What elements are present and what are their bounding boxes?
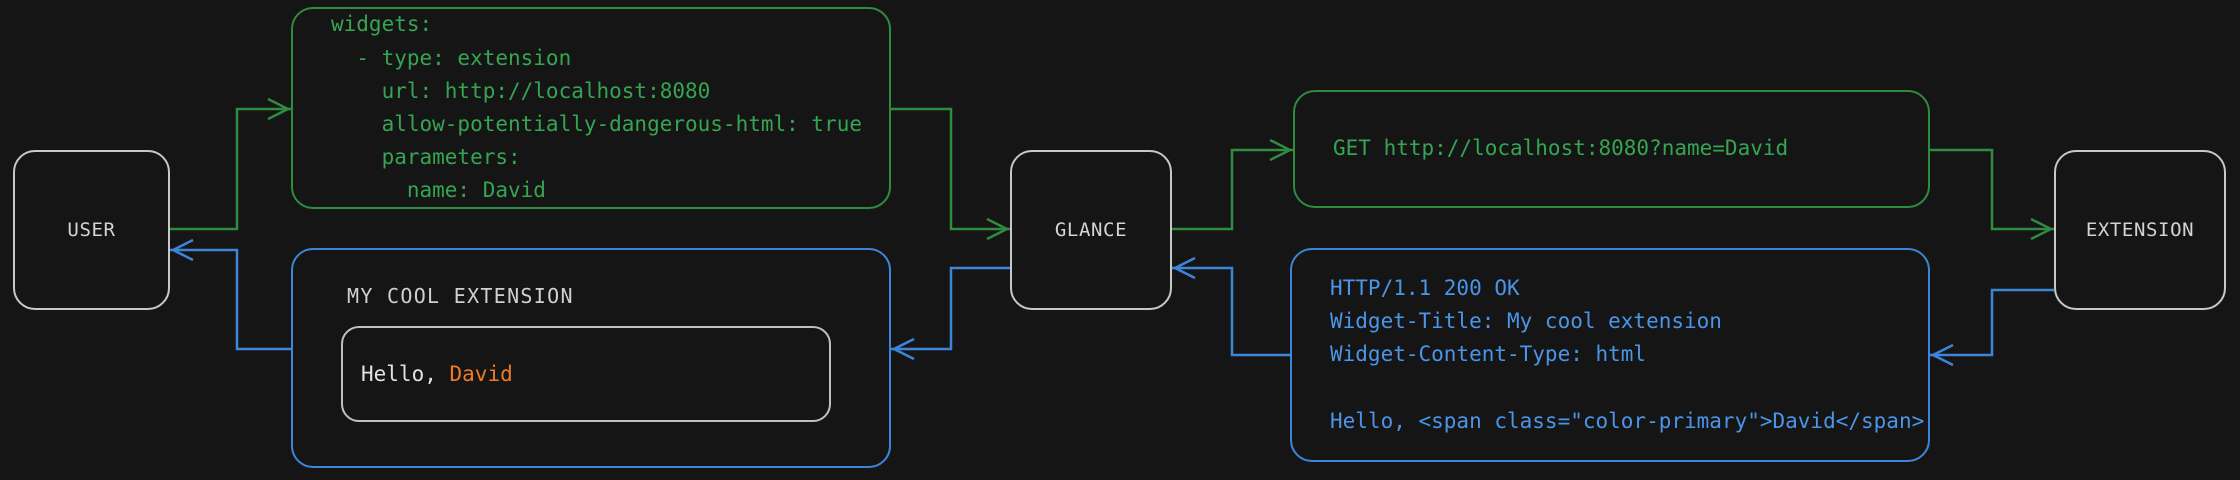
widget-title: MY COOL EXTENSION bbox=[347, 284, 574, 308]
node-extension[interactable]: EXTENSION bbox=[2054, 150, 2226, 310]
arrow-extension-to-response bbox=[1930, 288, 2054, 367]
node-glance-label: GLANCE bbox=[1054, 219, 1128, 241]
node-glance[interactable]: GLANCE bbox=[1010, 150, 1172, 310]
arrow-user-to-config bbox=[170, 97, 291, 231]
arrow-glance-to-request bbox=[1172, 138, 1293, 231]
box-config-yaml: widgets: - type: extension url: http://l… bbox=[291, 7, 891, 209]
widget-greeting-prefix: Hello, bbox=[361, 362, 450, 386]
node-extension-label: EXTENSION bbox=[2085, 219, 2195, 241]
config-yaml-text: widgets: - type: extension url: http://l… bbox=[331, 12, 863, 203]
arrow-request-to-extension bbox=[1930, 148, 2054, 241]
http-request-text: GET http://localhost:8080?name=David bbox=[1333, 136, 1789, 161]
arrow-config-to-glance bbox=[891, 107, 1010, 241]
widget-content-area: Hello, David bbox=[341, 326, 831, 422]
arrow-response-to-glance bbox=[1172, 256, 1290, 357]
box-rendered-widget: MY COOL EXTENSION Hello, David bbox=[291, 248, 891, 468]
node-user-label: USER bbox=[67, 219, 116, 241]
widget-greeting-name: David bbox=[449, 362, 513, 386]
node-user[interactable]: USER bbox=[13, 150, 170, 310]
arrow-widget-to-user bbox=[170, 238, 291, 351]
box-http-request: GET http://localhost:8080?name=David bbox=[1293, 90, 1930, 208]
arrow-glance-to-widget bbox=[891, 266, 1010, 361]
box-http-response: HTTP/1.1 200 OK Widget-Title: My cool ex… bbox=[1290, 248, 1930, 462]
widget-greeting: Hello, David bbox=[361, 362, 513, 386]
http-response-text: HTTP/1.1 200 OK Widget-Title: My cool ex… bbox=[1330, 276, 1925, 433]
